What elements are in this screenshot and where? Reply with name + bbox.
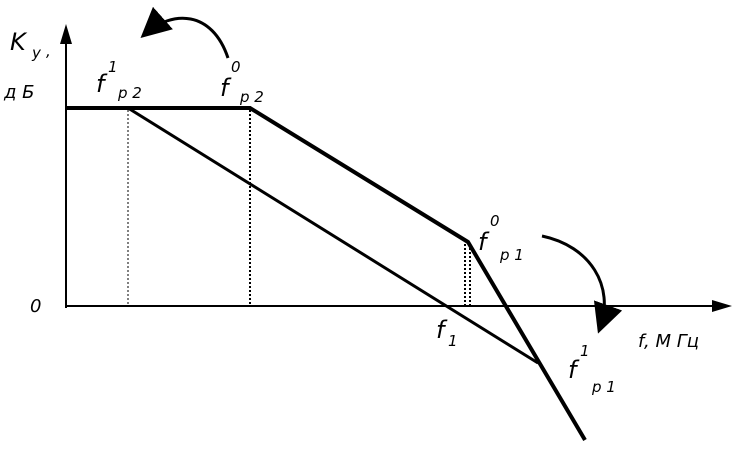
response-curve-shifted [127,106,539,365]
svg-text:р 1: р 1 [591,378,616,396]
response-curve-original [66,106,587,442]
x-axis-label: f, М Гц [638,331,699,352]
svg-text:р 2: р 2 [117,84,142,102]
svg-text:1: 1 [108,58,118,76]
label-fp1-0: f 0 р 1 [478,212,524,264]
svg-text:0: 0 [490,212,500,230]
svg-text:р 2: р 2 [239,88,264,106]
y-axis-arrowhead [60,24,72,44]
svg-text:f: f [568,356,580,384]
svg-text:f: f [96,70,108,98]
y-axis-label-k: K [10,28,28,56]
shift-arrow-lower [541,234,623,334]
label-f1: f 1 [436,316,458,350]
svg-text:р 1: р 1 [499,246,524,264]
y-axis-label-unit: д Б [3,82,35,103]
x-axis-arrowhead [712,300,732,312]
y-axis-label-comma: , [46,42,51,60]
shift-arrow-upper [140,6,230,59]
svg-text:1: 1 [448,332,458,350]
label-fp1-1: f 1 р 1 [568,342,616,396]
svg-text:1: 1 [580,342,590,360]
svg-text:f: f [478,228,490,256]
svg-text:0: 0 [231,58,241,76]
label-fp2-1: f 1 р 2 [96,58,142,102]
svg-text:f: f [436,316,448,344]
origin-label: 0 [30,296,41,317]
label-fp2-0: f 0 р 2 [220,58,264,106]
svg-text:f: f [220,74,232,102]
y-axis-label-sub: y [31,44,42,62]
